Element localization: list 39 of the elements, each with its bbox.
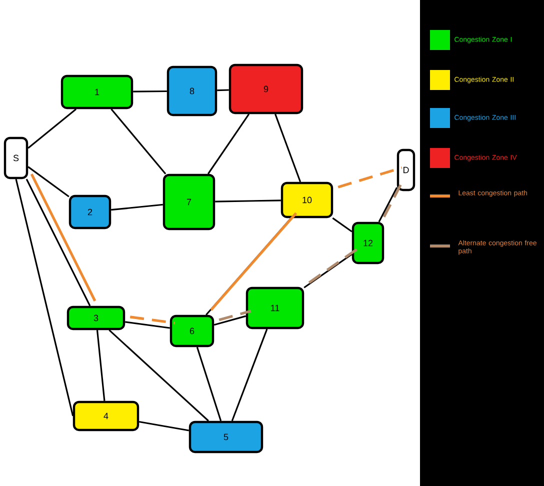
node-box: 6 [170, 314, 214, 348]
node-box: 4 [72, 400, 140, 432]
node-box: S [4, 136, 28, 180]
connector-line [274, 114, 302, 182]
connector-line [214, 315, 246, 326]
node-box: D [396, 148, 416, 192]
node-box: 5 [188, 420, 264, 454]
path-line [338, 166, 402, 188]
connector-line [138, 420, 190, 432]
connector-line [15, 178, 74, 416]
node-box: 8 [166, 66, 218, 116]
connector-line [96, 330, 106, 401]
path-line [30, 174, 96, 302]
node-box: 7 [162, 174, 216, 230]
node-box: 3 [66, 306, 126, 330]
path-line [130, 316, 176, 324]
connector-line [304, 254, 352, 288]
connector-line [133, 90, 167, 92]
connector-line [28, 166, 70, 198]
connector-line [217, 89, 229, 92]
connector-line [110, 108, 166, 174]
node-box: 12 [352, 222, 384, 264]
connector-line [26, 178, 91, 306]
node-box: 10 [280, 182, 334, 218]
node-box: 9 [228, 64, 304, 114]
connector-line [332, 217, 352, 232]
connector-line [28, 108, 77, 149]
connector-line [207, 114, 250, 174]
connector-line [108, 330, 209, 422]
connector-line [111, 204, 163, 211]
connector-line [231, 328, 268, 422]
connector-line [125, 321, 170, 329]
connector-line [378, 187, 398, 222]
node-box: 2 [68, 194, 112, 230]
connector-line [215, 200, 281, 202]
path-line [382, 182, 404, 218]
connector-line [196, 346, 222, 422]
node-box: 1 [60, 74, 134, 110]
path-line [308, 248, 358, 284]
